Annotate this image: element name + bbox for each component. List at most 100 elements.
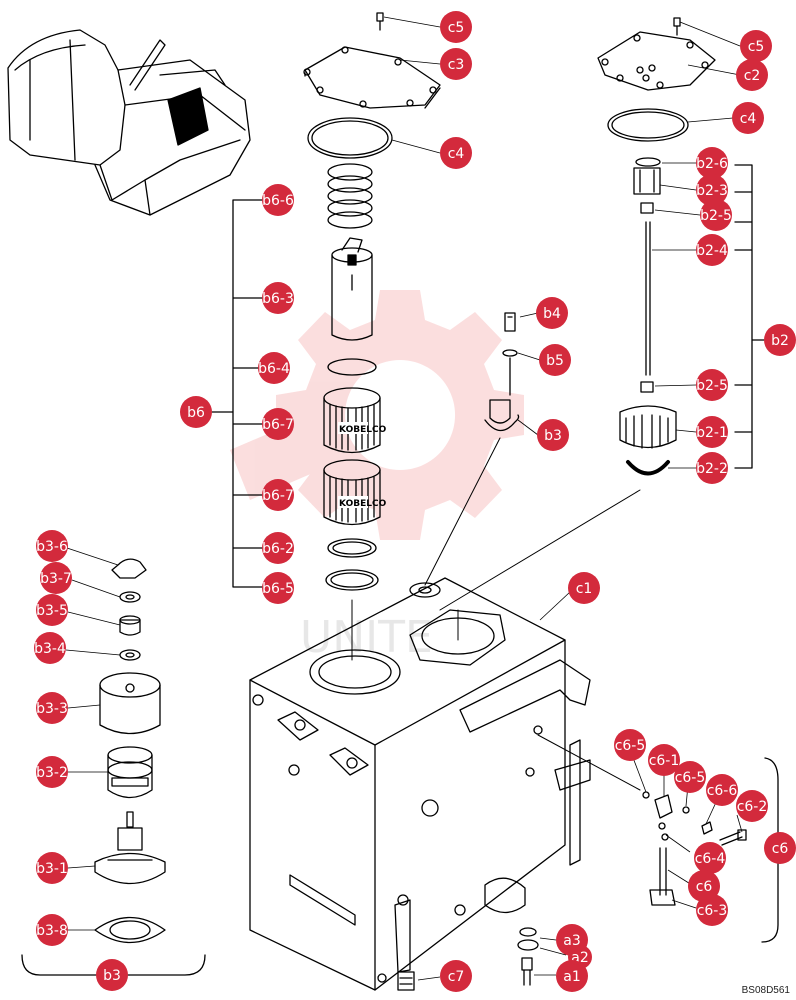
label-c2: c2 <box>736 59 768 91</box>
svg-text:c6-1: c6-1 <box>649 753 680 769</box>
label-c6-group: c6 <box>764 832 796 864</box>
label-b2-5-bottom: b2-5 <box>696 369 728 401</box>
drawing-code: BS08D561 <box>741 985 790 996</box>
o-ring-c4-right <box>607 108 689 142</box>
svg-text:b6-5: b6-5 <box>262 581 294 597</box>
label-b4: b4 <box>536 297 568 329</box>
svg-text:b2-3: b2-3 <box>696 183 728 199</box>
watermark-gear-icon <box>230 290 524 540</box>
bolts-a <box>517 927 539 986</box>
svg-text:c6-2: c6-2 <box>737 799 768 815</box>
label-b2: b2 <box>764 324 796 356</box>
svg-text:c6: c6 <box>772 841 789 857</box>
label-c6-3: c6-3 <box>696 894 728 926</box>
strainer-b6-7-bottom: KOBELCO <box>323 459 387 526</box>
label-c4-right: c4 <box>732 102 764 134</box>
label-b2-5-top: b2-5 <box>700 199 732 231</box>
bypass-valve-b2 <box>619 157 677 476</box>
svg-text:b3-5: b3-5 <box>36 603 68 619</box>
label-b6-7-top: b6-7 <box>262 408 294 440</box>
svg-text:b3-3: b3-3 <box>36 701 68 717</box>
svg-text:c6-4: c6-4 <box>695 851 726 867</box>
svg-text:c2: c2 <box>744 68 761 84</box>
label-b2-6: b2-6 <box>696 147 728 179</box>
svg-text:b6-7: b6-7 <box>262 488 294 504</box>
svg-text:b2-5: b2-5 <box>700 208 732 224</box>
svg-text:a1: a1 <box>563 969 581 985</box>
svg-text:c6-6: c6-6 <box>707 783 738 799</box>
bracket-b2 <box>734 164 766 469</box>
return-filter-b3 <box>94 558 166 943</box>
excavator-overview <box>7 29 251 216</box>
svg-text:b3-7: b3-7 <box>40 571 72 587</box>
ring-b6-5 <box>325 569 379 591</box>
svg-text:b2-4: b2-4 <box>696 243 728 259</box>
bracket-b6 <box>211 199 263 588</box>
svg-text:c6: c6 <box>696 879 713 895</box>
cover-plate-right <box>597 17 716 91</box>
svg-text:b6-4: b6-4 <box>258 361 290 377</box>
label-b6: b6 <box>180 396 212 428</box>
label-b2-1: b2-1 <box>696 416 728 448</box>
svg-text:b3-8: b3-8 <box>36 923 68 939</box>
strainer-b6-7-top: KOBELCO <box>323 387 387 454</box>
label-c3: c3 <box>440 48 472 80</box>
svg-text:b6-7: b6-7 <box>262 417 294 433</box>
svg-text:b6-3: b6-3 <box>262 291 294 307</box>
label-c6-2: c6-2 <box>736 790 768 822</box>
ring-b6-2 <box>327 538 377 558</box>
label-b6-7-bottom: b6-7 <box>262 479 294 511</box>
label-c6-6: c6-6 <box>706 774 738 806</box>
svg-text:b2-5: b2-5 <box>696 378 728 394</box>
svg-text:b5: b5 <box>546 353 564 369</box>
label-c1: c1 <box>568 572 600 604</box>
svg-text:b3-4: b3-4 <box>34 641 66 657</box>
label-b6-5: b6-5 <box>262 572 294 604</box>
svg-text:b3: b3 <box>544 428 562 444</box>
svg-text:b3-6: b3-6 <box>36 539 68 555</box>
svg-text:b3-1: b3-1 <box>36 861 68 877</box>
svg-text:c7: c7 <box>448 969 465 985</box>
label-b3-8: b3-8 <box>36 914 68 946</box>
label-c6-1: c6-1 <box>648 744 680 776</box>
label-c7: c7 <box>440 960 472 992</box>
label-b2-4: b2-4 <box>696 234 728 266</box>
label-c6-4: c6-4 <box>694 842 726 874</box>
label-c5-left: c5 <box>440 11 472 43</box>
label-b3: b3 <box>537 419 569 451</box>
hydraulic-tank <box>249 577 591 991</box>
brand-mark-bottom: KOBELCO <box>339 499 387 509</box>
svg-text:c4: c4 <box>740 111 757 127</box>
svg-text:b2-6: b2-6 <box>696 156 728 172</box>
o-ring-c4-left <box>307 117 393 159</box>
svg-text:c6-5: c6-5 <box>615 738 646 754</box>
label-a1: a1 <box>556 960 588 992</box>
label-b3-6: b3-6 <box>36 530 68 562</box>
svg-text:b6: b6 <box>187 405 205 421</box>
svg-text:c5: c5 <box>448 20 465 36</box>
svg-text:c1: c1 <box>576 581 593 597</box>
o-ring-b6-4 <box>327 358 377 376</box>
label-b3-3: b3-3 <box>36 692 68 724</box>
label-b6-3: b6-3 <box>262 282 294 314</box>
spring-b6-6 <box>327 163 373 229</box>
svg-text:c4: c4 <box>448 146 465 162</box>
label-b3-7: b3-7 <box>40 562 72 594</box>
filter-cartridge-b6-3 <box>331 237 373 341</box>
label-b6-4: b6-4 <box>258 352 290 384</box>
svg-text:c6-5: c6-5 <box>675 770 706 786</box>
svg-text:b4: b4 <box>543 306 561 322</box>
svg-text:b2-1: b2-1 <box>696 425 728 441</box>
label-c6-5-left: c6-5 <box>614 729 646 761</box>
label-c4-left: c4 <box>440 137 472 169</box>
svg-text:b6-6: b6-6 <box>262 193 294 209</box>
svg-text:b2-2: b2-2 <box>696 461 728 477</box>
label-c6-5-right: c6-5 <box>674 761 706 793</box>
svg-text:c3: c3 <box>448 57 465 73</box>
svg-text:c6-3: c6-3 <box>697 903 728 919</box>
label-b6-2: b6-2 <box>262 532 294 564</box>
label-b3-2: b3-2 <box>36 756 68 788</box>
label-b3-4: b3-4 <box>34 632 66 664</box>
label-b2-2: b2-2 <box>696 452 728 484</box>
